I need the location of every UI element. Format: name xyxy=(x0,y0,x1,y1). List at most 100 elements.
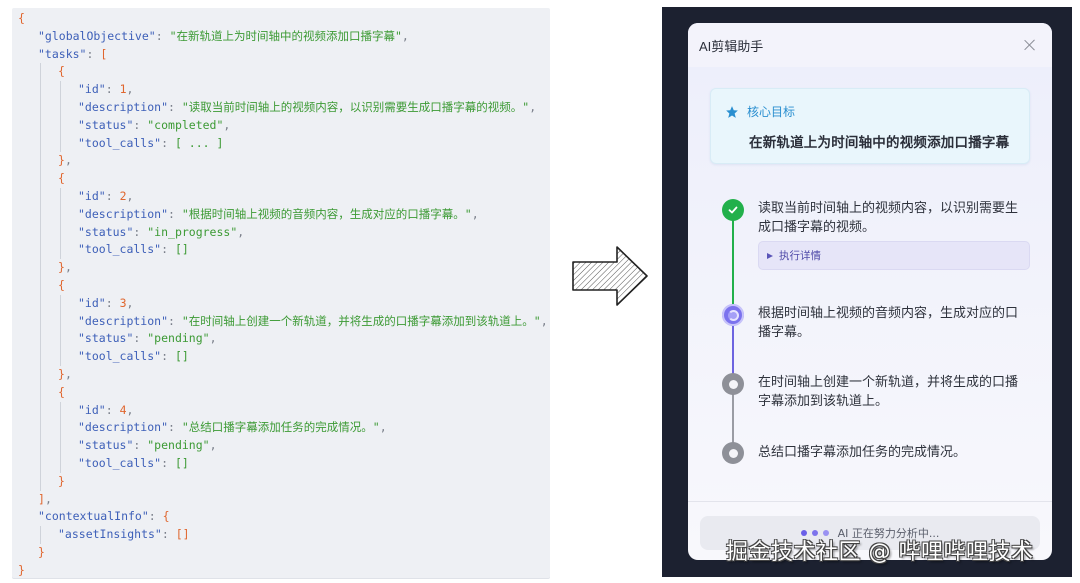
indent-guide xyxy=(40,294,41,313)
core-goal-card: 核心目标 在新轨道上为时间轴中的视频添加口播字幕 xyxy=(710,88,1030,164)
code-token: , xyxy=(379,420,387,435)
indent-guide xyxy=(40,312,41,331)
code-line: { xyxy=(18,63,550,82)
task-item-4: 总结口播字幕添加任务的完成情况。 xyxy=(758,445,967,460)
code-token: { xyxy=(18,11,25,25)
code-token: , xyxy=(237,224,245,239)
code-line: "id": 2, xyxy=(18,187,550,206)
code-line: }, xyxy=(18,259,550,277)
code-token: : xyxy=(86,46,101,61)
modal-title: AI剪辑助手 xyxy=(699,38,764,54)
code-token: "in_progress" xyxy=(147,224,238,239)
code-token: "id" xyxy=(78,82,106,97)
task-status-pending-icon xyxy=(722,442,744,464)
indent-guide xyxy=(60,312,61,331)
code-token: 2 xyxy=(119,188,127,203)
code-token: "tool_calls" xyxy=(78,242,162,257)
code-token: "description" xyxy=(78,99,169,114)
code-line: "description": "根据时间轴上视频的音频内容，生成对应的口播字幕。… xyxy=(18,205,550,224)
indent-guide xyxy=(60,98,61,117)
code-token: : xyxy=(105,188,120,203)
code-token: , xyxy=(209,331,217,346)
code-line: "description": "读取当前时间轴上的视频内容，以识别需要生成口播字… xyxy=(18,98,550,117)
app-frame: AI剪辑助手 核心目标 在新轨道上为时间轴中的视频添加口播字幕 读取当前时间轴上… xyxy=(662,7,1072,577)
code-line: "contextualInfo": { xyxy=(18,508,550,526)
code-line: "tool_calls": [] xyxy=(18,454,550,473)
code-token: : xyxy=(155,28,170,43)
code-line: "id": 4, xyxy=(18,401,550,420)
indent-guide xyxy=(60,348,61,366)
task-item-3: 在时间轴上创建一个新轨道，并将生成的口播字幕添加到该轨道上。 xyxy=(758,375,1019,409)
code-token: , xyxy=(44,491,52,506)
code-token: { xyxy=(58,277,65,292)
indent-guide xyxy=(60,223,61,242)
indent-guide xyxy=(40,81,41,99)
code-token: } xyxy=(58,366,65,381)
code-token: : xyxy=(105,82,120,97)
code-token: "status" xyxy=(78,438,134,453)
indent-guide xyxy=(40,205,41,224)
code-token: "id" xyxy=(78,188,106,203)
code-token: "在时间轴上创建一个新轨道，并将生成的口播字幕添加到该轨道上。" xyxy=(181,313,541,328)
task-status-pending-icon xyxy=(722,373,744,395)
code-token: "tool_calls" xyxy=(78,455,162,470)
code-token: [] xyxy=(174,349,189,364)
code-token: "description" xyxy=(78,420,169,435)
indent-guide xyxy=(40,383,41,402)
code-line: { xyxy=(18,276,550,295)
indent-guide xyxy=(40,276,41,295)
indent-guide xyxy=(40,330,41,349)
code-line: "tool_calls": [] xyxy=(18,241,550,260)
indent-guide xyxy=(60,116,61,135)
indent-guide xyxy=(40,187,41,206)
code-line: "id": 3, xyxy=(18,294,550,313)
code-line: "description": "在时间轴上创建一个新轨道，并将生成的口播字幕添加… xyxy=(18,312,550,331)
code-token: : xyxy=(133,224,148,239)
code-token: "tasks" xyxy=(38,46,87,61)
code-token: "pending" xyxy=(147,331,210,346)
indent-guide xyxy=(60,205,61,224)
code-token: : xyxy=(148,509,163,524)
indent-guide xyxy=(40,365,41,384)
code-line: } xyxy=(18,544,550,562)
code-token: , xyxy=(64,153,72,168)
timeline-connector-pending xyxy=(732,379,734,451)
code-line: "status": "pending", xyxy=(18,437,550,455)
indent-guide xyxy=(40,419,41,438)
code-token: : xyxy=(133,117,148,132)
indent-guide xyxy=(60,330,61,349)
indent-guide xyxy=(40,241,41,260)
expand-triangle-icon xyxy=(767,252,773,259)
code-token: { xyxy=(162,509,170,524)
close-icon[interactable] xyxy=(1022,37,1038,53)
code-line: }, xyxy=(18,365,550,384)
code-token: } xyxy=(18,562,25,577)
star-icon xyxy=(726,105,738,118)
execution-details-toggle[interactable]: 执行详情 xyxy=(758,241,1030,270)
timeline-connector-progress xyxy=(732,319,734,379)
code-token: "assetInsights" xyxy=(58,527,162,542)
code-token: , xyxy=(64,260,72,275)
task-item-1: 读取当前时间轴上的视频内容，以识别需要生成口播字幕的视频。 xyxy=(758,201,1019,235)
indent-guide xyxy=(40,98,41,117)
code-line: { xyxy=(18,383,550,402)
code-token: [] xyxy=(174,242,189,257)
code-token: : xyxy=(161,349,175,364)
code-token: "status" xyxy=(78,331,134,346)
indent-guide xyxy=(40,134,41,153)
ai-status-bar: AI 正在努力分析中... xyxy=(700,516,1040,550)
code-line: ], xyxy=(18,491,550,509)
code-token: , xyxy=(126,188,134,203)
code-token: { xyxy=(58,384,65,399)
code-line: "tasks": [ xyxy=(18,46,550,64)
indent-guide xyxy=(60,187,61,206)
indent-guide xyxy=(60,241,61,260)
code-token: } xyxy=(38,544,45,559)
indent-guide xyxy=(60,81,61,99)
indent-guide xyxy=(40,526,41,544)
json-code-panel: {"globalObjective": "在新轨道上为时间轴中的视频添加口播字幕… xyxy=(12,8,550,578)
loading-dot-icon xyxy=(800,530,807,536)
code-token: 1 xyxy=(119,82,127,97)
task-item-2: 根据时间轴上视频的音频内容，生成对应的口播字幕。 xyxy=(758,306,1019,340)
hatched-right-arrow-icon xyxy=(572,246,648,306)
